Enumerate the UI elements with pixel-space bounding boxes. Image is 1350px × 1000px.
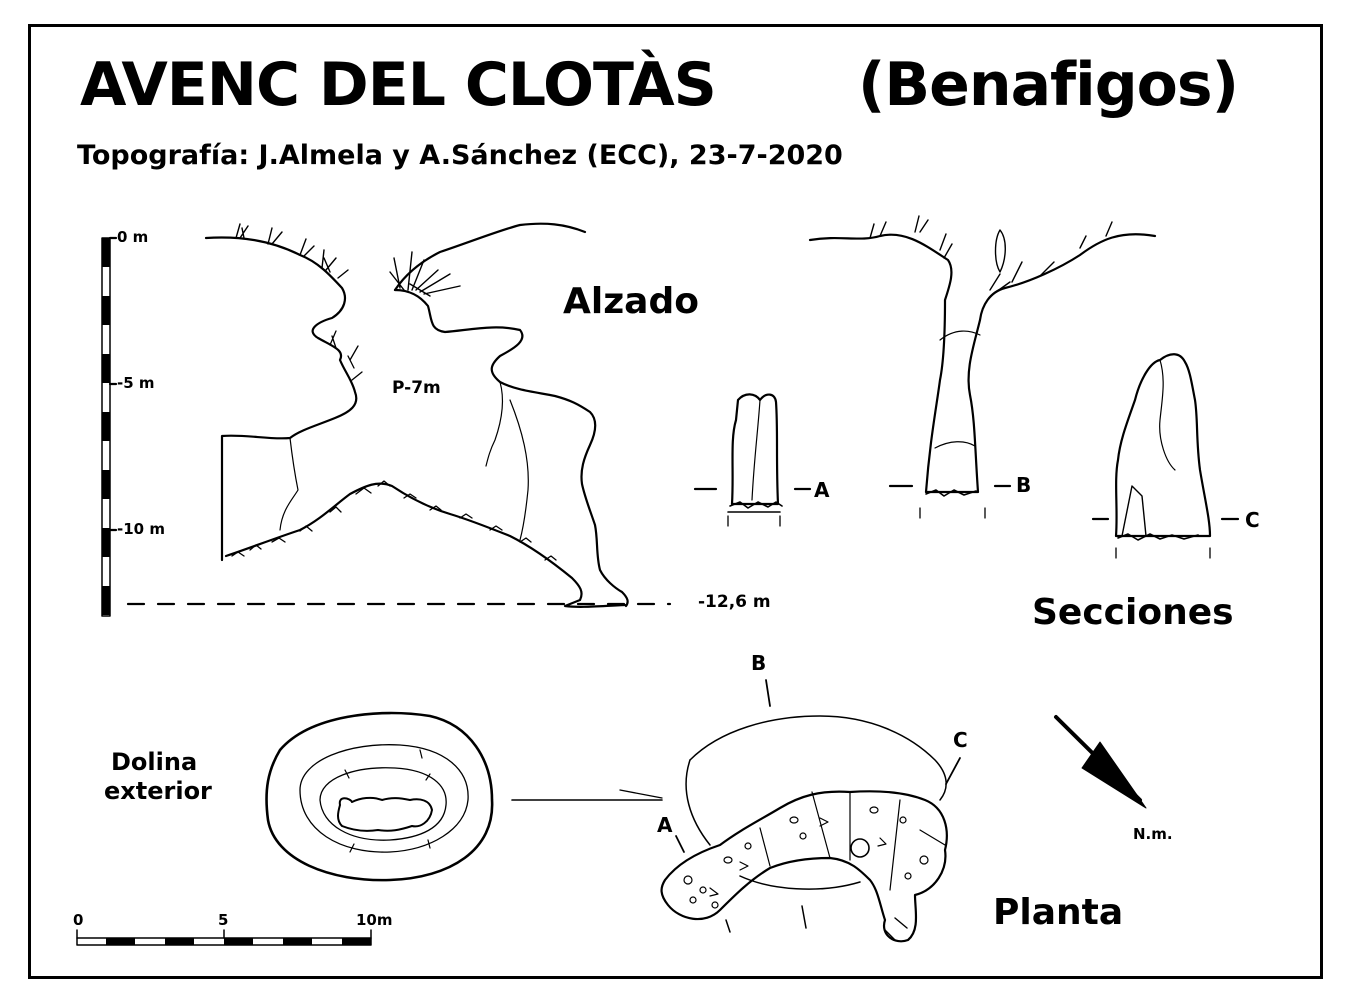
section-b <box>808 215 1157 519</box>
plan-marker-c: C <box>953 728 968 752</box>
depth-tick-5: -5 m <box>117 374 155 392</box>
map-frame <box>28 24 1323 979</box>
depth-tick-10: -10 m <box>117 520 165 538</box>
north-arrow <box>1054 715 1147 809</box>
elevation-label: Alzado <box>563 281 699 322</box>
cave-plan <box>660 679 961 943</box>
pitch-label: P-7m <box>392 378 441 398</box>
sinkhole-label-line2: exterior <box>104 777 212 805</box>
hscale-tick-5: 5 <box>218 911 229 929</box>
map-title: AVENC DEL CLOTÀS <box>80 50 717 120</box>
sinkhole-plan <box>265 711 663 882</box>
section-c <box>1091 353 1240 559</box>
plan-label: Planta <box>993 892 1124 933</box>
sections-label: Secciones <box>1032 592 1234 633</box>
sinkhole-label-line1: Dolina <box>111 748 198 776</box>
section-a-label: A <box>814 478 830 502</box>
bottom-depth-label: -12,6 m <box>698 592 771 612</box>
map-subtitle: (Benafigos) <box>858 50 1239 120</box>
section-c-label: C <box>1245 508 1260 532</box>
survey-credits: Topografía: J.Almela y A.Sánchez (ECC), … <box>77 140 843 171</box>
section-a <box>693 393 812 527</box>
vertical-depth-scale <box>101 236 118 617</box>
horizontal-scale-bar <box>76 929 372 946</box>
depth-tick-0: 0 m <box>117 228 149 246</box>
hscale-tick-0: 0 <box>73 911 84 929</box>
hscale-tick-10: 10m <box>356 911 393 929</box>
north-label: N.m. <box>1133 825 1173 843</box>
plan-marker-b: B <box>751 651 767 675</box>
elevation-profile <box>204 222 629 608</box>
section-b-label: B <box>1016 473 1032 497</box>
plan-marker-a: A <box>657 813 673 837</box>
